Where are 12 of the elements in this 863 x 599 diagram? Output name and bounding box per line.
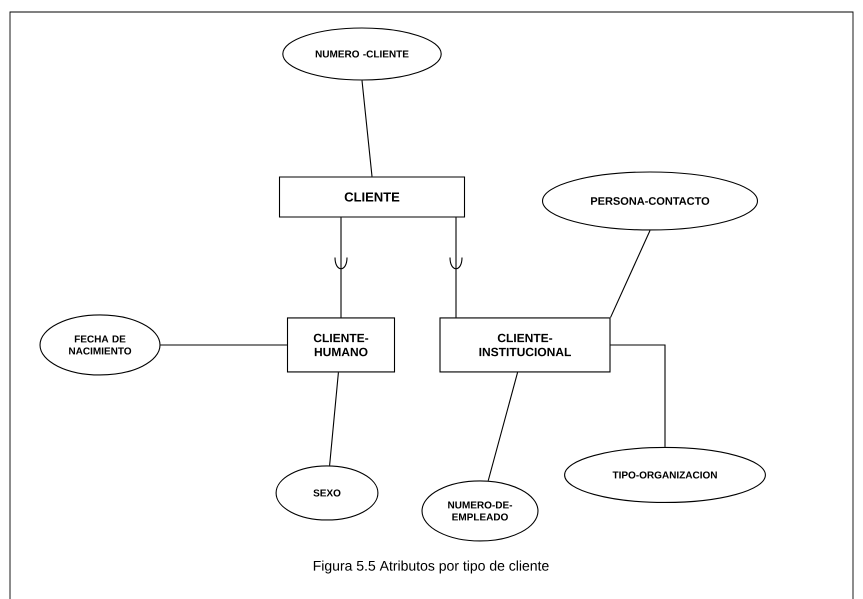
entity-box: CLIENTE- INSTITUCIONAL	[439, 317, 611, 373]
connector	[329, 372, 339, 466]
entity-box: CLIENTE	[278, 176, 466, 218]
connector	[610, 230, 650, 318]
caption: Figura 5.5 Atributos por tipo de cliente	[314, 560, 549, 574]
connector	[610, 344, 666, 447]
connector	[340, 218, 342, 318]
connector	[488, 372, 518, 481]
connector	[455, 218, 457, 318]
entity-box: CLIENTE- HUMANO	[286, 317, 396, 373]
connector	[160, 344, 287, 346]
connector	[361, 80, 373, 176]
